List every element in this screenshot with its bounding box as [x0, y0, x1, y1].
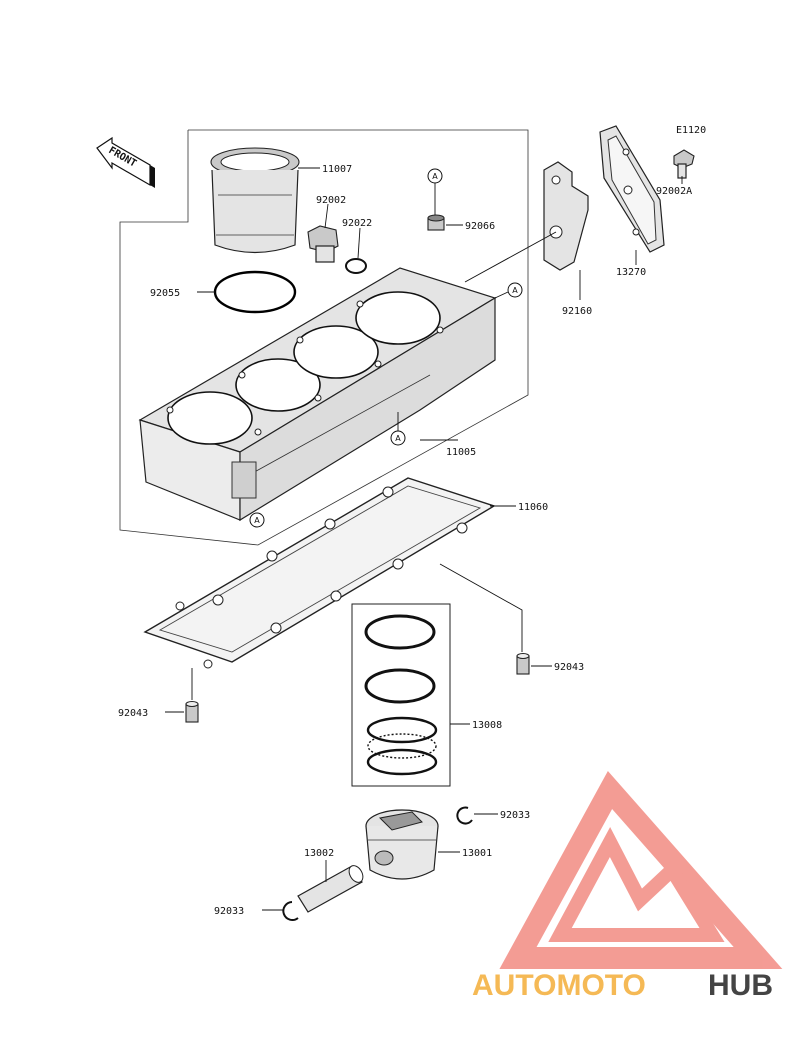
leader-92022 — [357, 227, 361, 259]
label-13001: 13001 — [462, 848, 492, 859]
piston-13001 — [365, 809, 439, 880]
piston-ring-set-13008 — [364, 614, 438, 776]
ref-mark-a-mid-label: A — [395, 434, 401, 443]
washer-92022 — [345, 258, 367, 274]
dowel-pin-92043-right — [516, 653, 530, 675]
label-92160: 92160 — [562, 306, 592, 317]
label-13002: 13002 — [304, 848, 334, 859]
plug-92066 — [427, 214, 445, 231]
cover-plate-13270 — [599, 125, 665, 253]
label-11005: 11005 — [446, 447, 476, 458]
bolt-92002a — [673, 149, 695, 179]
front-arrow-icon — [96, 136, 155, 188]
dowel-pin-92043-left — [185, 701, 199, 723]
label-92043-left: 92043 — [118, 708, 148, 719]
ref-mark-a-bottom-label: A — [254, 516, 260, 525]
watermark-text-hub: HUB — [708, 969, 773, 1002]
label-92033-left: 92033 — [214, 906, 244, 917]
cylinder-group-outline — [119, 129, 529, 546]
leader-ref-right — [494, 291, 509, 299]
circlip-92033-left — [282, 901, 299, 921]
label-92002: 92002 — [316, 195, 346, 206]
label-92002a: 92002A — [656, 186, 692, 197]
ref-mark-a-top-label: A — [432, 172, 438, 181]
diagram-code: E1120 — [676, 125, 706, 136]
piston-pin-13002 — [297, 865, 364, 913]
cylinder-sleeve-11007 — [210, 147, 300, 254]
leader-92160-to-block — [464, 231, 557, 283]
label-92043-right: 92043 — [554, 662, 584, 673]
label-92055: 92055 — [150, 288, 180, 299]
ref-mark-a-right-label: A — [512, 286, 518, 295]
leader-92043-right-path — [439, 563, 523, 652]
o-ring-92055 — [213, 270, 297, 314]
label-92022: 92022 — [342, 218, 372, 229]
label-92033-top: 92033 — [500, 810, 530, 821]
watermark-text-automoto: AUTOMOTO — [472, 969, 646, 1002]
gasket-92160 — [543, 161, 589, 271]
label-92066: 92066 — [465, 221, 495, 232]
ref-mark-a-right — [507, 282, 523, 298]
cylinder-block-11005 — [138, 267, 497, 522]
label-11060: 11060 — [518, 502, 548, 513]
piston-ring-set-box — [351, 603, 451, 787]
circlip-92033-top — [456, 806, 473, 825]
ref-mark-a-bottom — [249, 512, 265, 528]
plug-bolt-92002 — [307, 225, 339, 263]
watermark-logo — [499, 770, 783, 969]
label-11007: 11007 — [322, 164, 352, 175]
label-13270: 13270 — [616, 267, 646, 278]
label-13008: 13008 — [472, 720, 502, 731]
leader-92002 — [324, 203, 329, 229]
base-gasket-11060 — [143, 477, 496, 669]
